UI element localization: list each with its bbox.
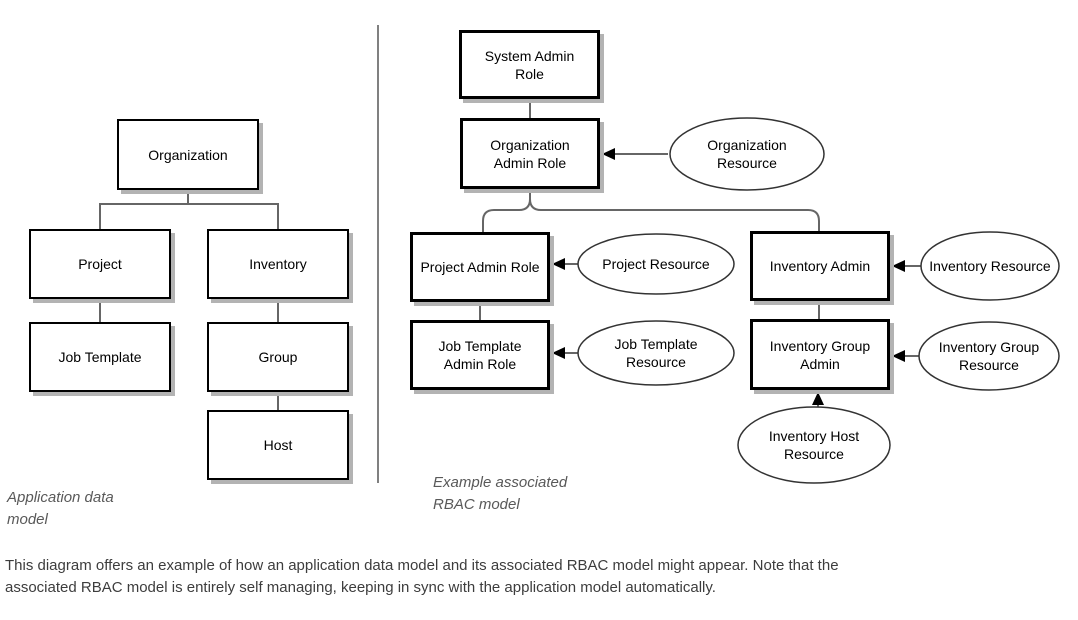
node-inventory-admin: Inventory Admin [750,231,890,301]
connector-right-stems [479,99,820,320]
resource-job-template-label: Job Template Resource [614,336,698,370]
connector-left-tree [99,190,279,410]
ellipse-project-resource [577,233,735,295]
connector-branch-left [482,189,531,232]
arrowhead-organization-resource [602,148,615,160]
resource-inventory-host-label: Inventory Host Resource [768,428,860,462]
node-host: Host [207,410,349,480]
arrowhead-inventory-group-resource [892,350,905,362]
caption-text: This diagram offers an example of how an… [5,557,839,596]
ellipse-inventory-host-resource [737,406,891,484]
arrowhead-project-resource [552,258,565,270]
node-inventory-group-admin: Inventory Group Admin [750,319,890,390]
node-organization: Organization [117,119,259,190]
resource-organization-label: Organization Resource [707,137,787,171]
right-diagram-label: Example associated RBAC model [433,474,568,513]
node-organization-admin-role: Organization Admin Role [460,118,600,189]
node-inventory: Inventory [207,229,349,299]
arrowhead-inventory-host-resource [812,392,824,405]
resource-inventory-label: Inventory Resource [929,258,1051,274]
node-project: Project [29,229,171,299]
left-diagram-label: Application data model [7,489,114,528]
ellipse-inventory-group-resource [918,321,1060,391]
resource-inventory-group-label: Inventory Group Resource [938,339,1040,373]
ellipse-inventory-resource [920,231,1060,301]
node-project-admin-role: Project Admin Role [410,232,550,302]
node-job-template-admin-role: Job Template Admin Role [410,320,550,390]
arrowhead-job-template-resource [552,347,565,359]
arrowhead-inventory-resource [892,260,905,272]
ellipse-organization-resource [669,117,825,191]
node-job-template: Job Template [29,322,171,392]
ellipse-job-template-resource [577,320,735,386]
connector-branch-right [529,198,820,231]
resource-project-label: Project Resource [602,256,710,272]
node-group: Group [207,322,349,392]
node-system-admin-role: System Admin Role [459,30,600,99]
